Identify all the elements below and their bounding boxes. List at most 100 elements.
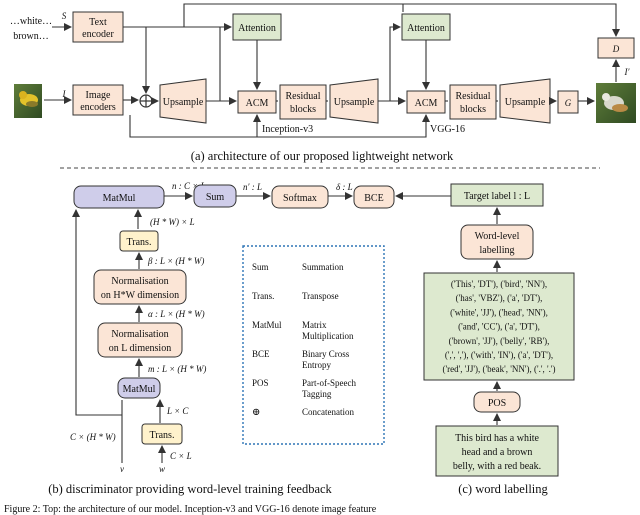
text-input-line2: brown… [13, 31, 49, 42]
legend-key: BCE [252, 349, 270, 359]
bce-box [353, 185, 395, 209]
concatenation-symbol [139, 94, 153, 108]
figure-caption-fragment: Figure 2: Top: the architecture of our m… [4, 504, 377, 515]
norm-hw-line1: Normalisation [111, 276, 168, 287]
pos-tag-line: ('This', 'DT'), ('bird', 'NN'), [451, 279, 547, 289]
text-input-line1: …white… [10, 16, 52, 27]
matmul-bottom-box [117, 377, 161, 399]
pos-box [473, 391, 521, 413]
w-input-label: w [159, 464, 165, 474]
residual-blocks-box-1 [279, 84, 327, 120]
legend-value: Tagging [302, 389, 332, 399]
m-label: m : L × (H * W) [148, 364, 206, 374]
s-label: S [62, 11, 67, 21]
acm-box-1 [237, 90, 277, 114]
softmax-label: Softmax [283, 193, 317, 204]
trans-upper-box [119, 230, 159, 252]
legend-value: Summation [302, 262, 344, 272]
upsample-trapezoid-1 [159, 78, 207, 124]
attention-box-2 [401, 13, 451, 41]
sentence-line: This bird has a white [455, 433, 539, 444]
sentence-line: head and a brown [462, 447, 533, 458]
pos-tags-box [423, 272, 575, 381]
residual-blocks-box-2 [449, 84, 497, 120]
pos-tags-list: ('This', 'DT'), ('bird', 'NN'), ('has', '… [443, 279, 556, 374]
upsample-trapezoid-2 [329, 78, 379, 124]
legend-value: Binary Cross [302, 349, 350, 359]
alpha-label: α : L × (H * W) [148, 309, 205, 319]
text-encoder-line2: encoder [82, 29, 114, 40]
v-input-label: v [120, 464, 124, 474]
trans-lower-box [141, 423, 183, 445]
matmul-top-box [73, 185, 165, 209]
beta-label: β : L × (H * W) [147, 256, 204, 266]
acm-label-1: ACM [246, 98, 269, 109]
residual-line2-2: blocks [460, 104, 486, 115]
norm-l-line2: on L dimension [109, 343, 171, 354]
upsample-trapezoid-3 [499, 78, 551, 124]
caption-a: (a) architecture of our proposed lightwe… [191, 149, 454, 163]
attention-label-2: Attention [407, 23, 445, 34]
vgg-label: VGG-16 [430, 124, 465, 135]
target-label-box [450, 183, 544, 207]
acm-box-2 [406, 90, 446, 114]
matmul-bottom-label: MatMul [123, 384, 156, 395]
generator-label: G [565, 98, 572, 108]
norm-hw-box [93, 269, 187, 305]
image-encoders-line2: encoders [80, 102, 116, 113]
attention-box-1 [232, 13, 282, 41]
attention-label-1: Attention [238, 23, 276, 34]
c-hw-label: C × (H * W) [70, 432, 116, 442]
residual-line2-1: blocks [290, 104, 316, 115]
text-encoder-box [72, 11, 124, 43]
sum-label: Sum [206, 192, 225, 203]
lxc-label: L × C [166, 406, 189, 416]
text-encoder-line1: Text [89, 17, 107, 28]
pos-tag-line: ('and', 'CC'), ('a', 'DT'), [458, 322, 540, 332]
legend-key: MatMul [252, 320, 282, 330]
trans-lower-label: Trans. [150, 430, 175, 441]
generator-box [557, 90, 579, 114]
nprime-label: n′ : L [243, 182, 262, 192]
i-label: I [62, 89, 67, 99]
pos-tag-line: ('white', 'JJ'), ('head', 'NN'), [450, 307, 548, 317]
upsample-label-2: Upsample [334, 97, 375, 108]
word-level-line2: labelling [480, 245, 515, 256]
legend-value: Part-of-Speech [302, 378, 356, 388]
legend-key: Sum [252, 262, 269, 272]
discriminator-box [597, 37, 635, 59]
acm-label-2: ACM [415, 98, 438, 109]
pos-tag-line: ('has', 'VBZ'), ('a', 'DT'), [456, 293, 543, 303]
delta-label: δ : L [336, 182, 353, 192]
trans-upper-label: Trans. [127, 237, 152, 248]
bce-label: BCE [364, 193, 383, 204]
word-level-line1: Word-level [475, 231, 520, 242]
legend-key: Trans. [252, 291, 274, 301]
softmax-box [271, 185, 329, 209]
discriminator-label: D [612, 44, 620, 54]
pos-tag-line: ('brown', 'JJ'), ('belly', 'RB'), [449, 336, 550, 346]
pos-tag-line: (',', ','), ('with', 'IN'), ('a', 'DT'), [445, 350, 553, 360]
n-label: n : C × L [172, 181, 206, 191]
legend-box [242, 245, 385, 445]
upsample-label-3: Upsample [505, 97, 546, 108]
output-bird-image [596, 83, 636, 123]
pos-tag-line: ('red', 'JJ'), ('beak', 'NN'), ('.', '.'… [443, 364, 556, 374]
legend-value: Transpose [302, 291, 339, 301]
inception-label: Inception-v3 [262, 124, 313, 135]
legend-value: Entropy [302, 360, 331, 370]
hw-l-label: (H * W) × L [150, 217, 195, 227]
norm-hw-line2: on H*W dimension [101, 290, 179, 301]
residual-line1-1: Residual [286, 91, 321, 102]
word-level-box [460, 224, 534, 260]
input-bird-image [14, 84, 42, 118]
pos-label: POS [488, 398, 506, 409]
legend-key: ⊕ [252, 407, 260, 418]
upsample-label-1: Upsample [163, 97, 204, 108]
legend-value: Concatenation [302, 407, 354, 417]
image-encoders-line1: Image [86, 90, 112, 101]
i-prime-label: I′ [624, 67, 631, 77]
caption-b: (b) discriminator providing word-level t… [48, 482, 332, 496]
